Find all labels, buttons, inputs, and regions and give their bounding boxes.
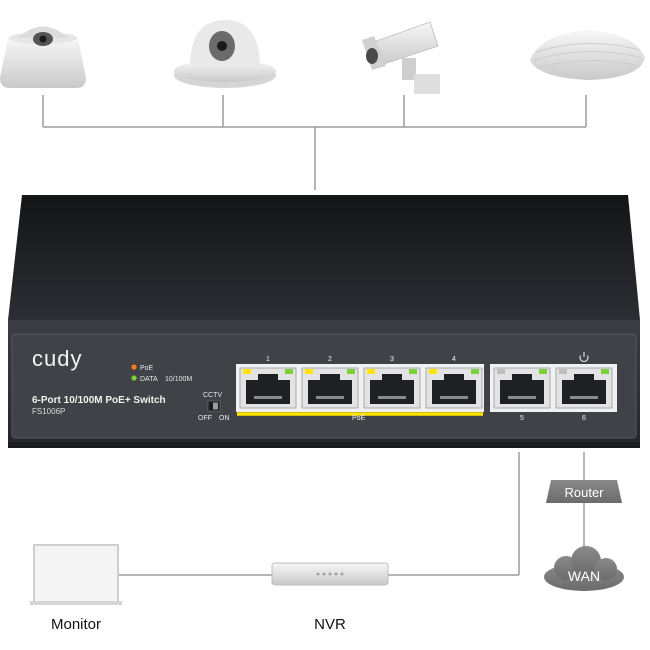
port-led-poe [497,369,505,374]
port-number-label: 2 [328,356,332,363]
cctv-off-label: OFF [198,415,212,422]
nvr-icon [271,562,389,586]
access-point-icon [530,30,645,80]
bottom-connection-lines [118,452,585,576]
brand-logo: cudy [32,346,82,371]
port-led-data [539,369,547,374]
ethernet-port-4[interactable] [425,367,483,409]
cctv-on-label: ON [219,415,230,422]
poe-switch: cudy PoE DATA 10/100M 6-Port 10/100M PoE… [8,195,640,448]
bullet-camera-icon [362,21,440,94]
model-number: FS1006P [32,407,65,416]
legend-poe-label: PoE [140,365,154,372]
power-icon [579,352,589,362]
port-led-poe [305,369,313,374]
port-number-label: 3 [390,356,394,363]
wan-label: WAN [568,568,600,584]
ethernet-port-2[interactable] [301,367,359,409]
data-led-legend [131,375,137,381]
model-title: 6-Port 10/100M PoE+ Switch [32,395,166,406]
ethernet-port-5[interactable] [493,367,551,409]
poe-led-legend [131,364,137,370]
port-led-data [285,369,293,374]
port-led-poe [243,369,251,374]
router-icon [546,480,622,503]
port-number-label: 6 [582,415,586,422]
router-label: Router [564,485,604,500]
nvr-label: NVR [314,616,346,633]
cctv-label: CCTV [203,392,222,399]
monitor-icon [30,544,122,605]
port-led-poe [559,369,567,374]
port-led-data [347,369,355,374]
wan-cloud-icon [544,546,624,591]
legend-data-label: DATA [140,376,158,383]
port-number-label: 1 [266,356,270,363]
port-led-poe [429,369,437,374]
ethernet-port-3[interactable] [363,367,421,409]
monitor-label: Monitor [51,616,101,633]
port-number-label: 5 [520,415,524,422]
port-led-data [409,369,417,374]
dome-camera-icon [174,20,276,88]
port-led-data [601,369,609,374]
ethernet-port-6[interactable] [555,367,613,409]
legend-speed-label: 10/100M [165,376,192,383]
ethernet-port-1[interactable] [239,367,297,409]
port-number-label: 4 [452,356,456,363]
port-led-poe [367,369,375,374]
dome-camera-icon [0,26,86,88]
port-led-data [471,369,479,374]
poe-band-label: PoE [352,415,366,422]
top-connection-lines [42,95,587,190]
